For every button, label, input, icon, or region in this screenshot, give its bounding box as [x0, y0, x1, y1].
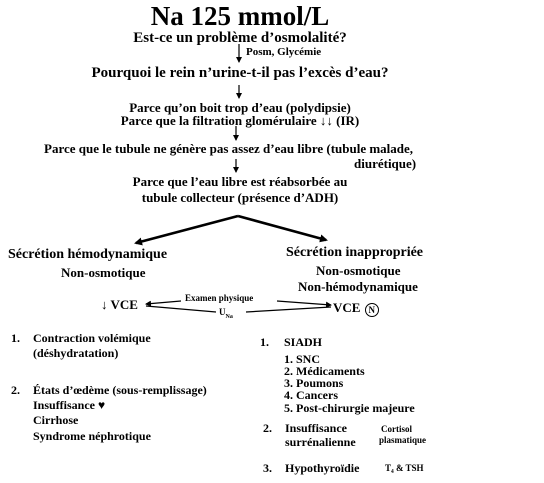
right-branch-subtitle-1: Non-osmotique [316, 263, 401, 278]
question-kidney: Pourquoi le rein n’urine-t-il pas l’excè… [91, 65, 389, 81]
question-osmolality: Est-ce un problème d’osmolalité? [133, 30, 347, 46]
siadh-cause-3: 3. Poumons [284, 376, 344, 390]
left-cause-2-line4: Syndrome néphrotique [33, 429, 151, 443]
reason-adh-line2: tubule collecteur (présence d’ADH) [141, 190, 339, 205]
normal-symbol: N [364, 303, 379, 317]
left-cause-2-line1: États d’œdème (sous-remplissage) [33, 383, 207, 397]
physical-exam-label: Examen physique [185, 293, 254, 303]
right-cause-2-number: 2. [263, 421, 272, 435]
arrow-to-right-branch [237, 214, 328, 243]
reason-adh-line1: Parce que l’eau libre est réabsorbée au [132, 174, 348, 189]
arrow-to-left-branch [134, 214, 239, 246]
right-branch-subtitle-2: Non-hémodynamique [298, 279, 418, 294]
right-cause-1-label: SIADH [284, 335, 323, 349]
urine-sodium-text: U [219, 307, 226, 317]
right-cause-3-label: Hypothyroïdie [285, 461, 360, 475]
right-cause-3-number: 3. [263, 461, 272, 475]
right-branch-title: Sécrétion inappropriée [286, 245, 424, 260]
right-cause-2-line1: Insuffisance [285, 421, 348, 435]
left-cause-2-line3: Cirrhose [33, 413, 79, 427]
left-vce-label: ↓ VCE [101, 297, 138, 312]
right-vce-label: VCE N [333, 301, 379, 317]
left-cause-2-line2: Insuffisance ♥ [33, 398, 106, 412]
cortisol-test-line1: Cortisol [381, 424, 412, 434]
reason-polydipsia: Parce qu’on boit trop d’eau (polydipsie) [129, 100, 351, 115]
left-cause-1-line1: Contraction volémique [33, 331, 151, 345]
osmolality-tests: Posm, Glycémie [246, 46, 322, 58]
right-vce-text: VCE [333, 300, 361, 315]
siadh-cause-1: 1. SNC [284, 352, 321, 366]
arrow-exam-left [145, 300, 182, 307]
left-cause-1-line2: (déshydratation) [33, 346, 119, 360]
siadh-cause-5: 5. Post-chirurgie majeure [284, 401, 415, 415]
arrow-una-left [145, 305, 217, 313]
thyroid-test: T₄ & TSH [385, 463, 424, 473]
left-cause-2-number: 2. [11, 383, 20, 397]
right-cause-2-line2: surrénalienne [285, 435, 356, 449]
siadh-cause-2: 2. Médicaments [284, 364, 365, 378]
reason-tubule-line2: diurétique) [354, 156, 417, 171]
urine-sodium-subscript: Na [225, 313, 233, 320]
cortisol-test-line2: plasmatique [379, 435, 427, 445]
right-cause-1-number: 1. [260, 335, 269, 349]
arrow-una-right [245, 306, 332, 313]
left-branch-title: Sécrétion hémodynamique [8, 247, 168, 262]
urine-sodium-label: UNa [219, 308, 233, 320]
left-branch-subtitle: Non-osmotique [61, 265, 146, 280]
left-cause-1-number: 1. [11, 331, 20, 345]
reason-tubule-line1: Parce que le tubule ne génère pas assez … [44, 141, 414, 156]
page-title: Na 125 mmol/L [150, 1, 330, 31]
siadh-cause-4: 4. Cancers [284, 388, 338, 402]
arrow-exam-right [276, 300, 332, 308]
reason-filtration: Parce que la filtration glomérulaire ↓↓ … [120, 113, 360, 128]
